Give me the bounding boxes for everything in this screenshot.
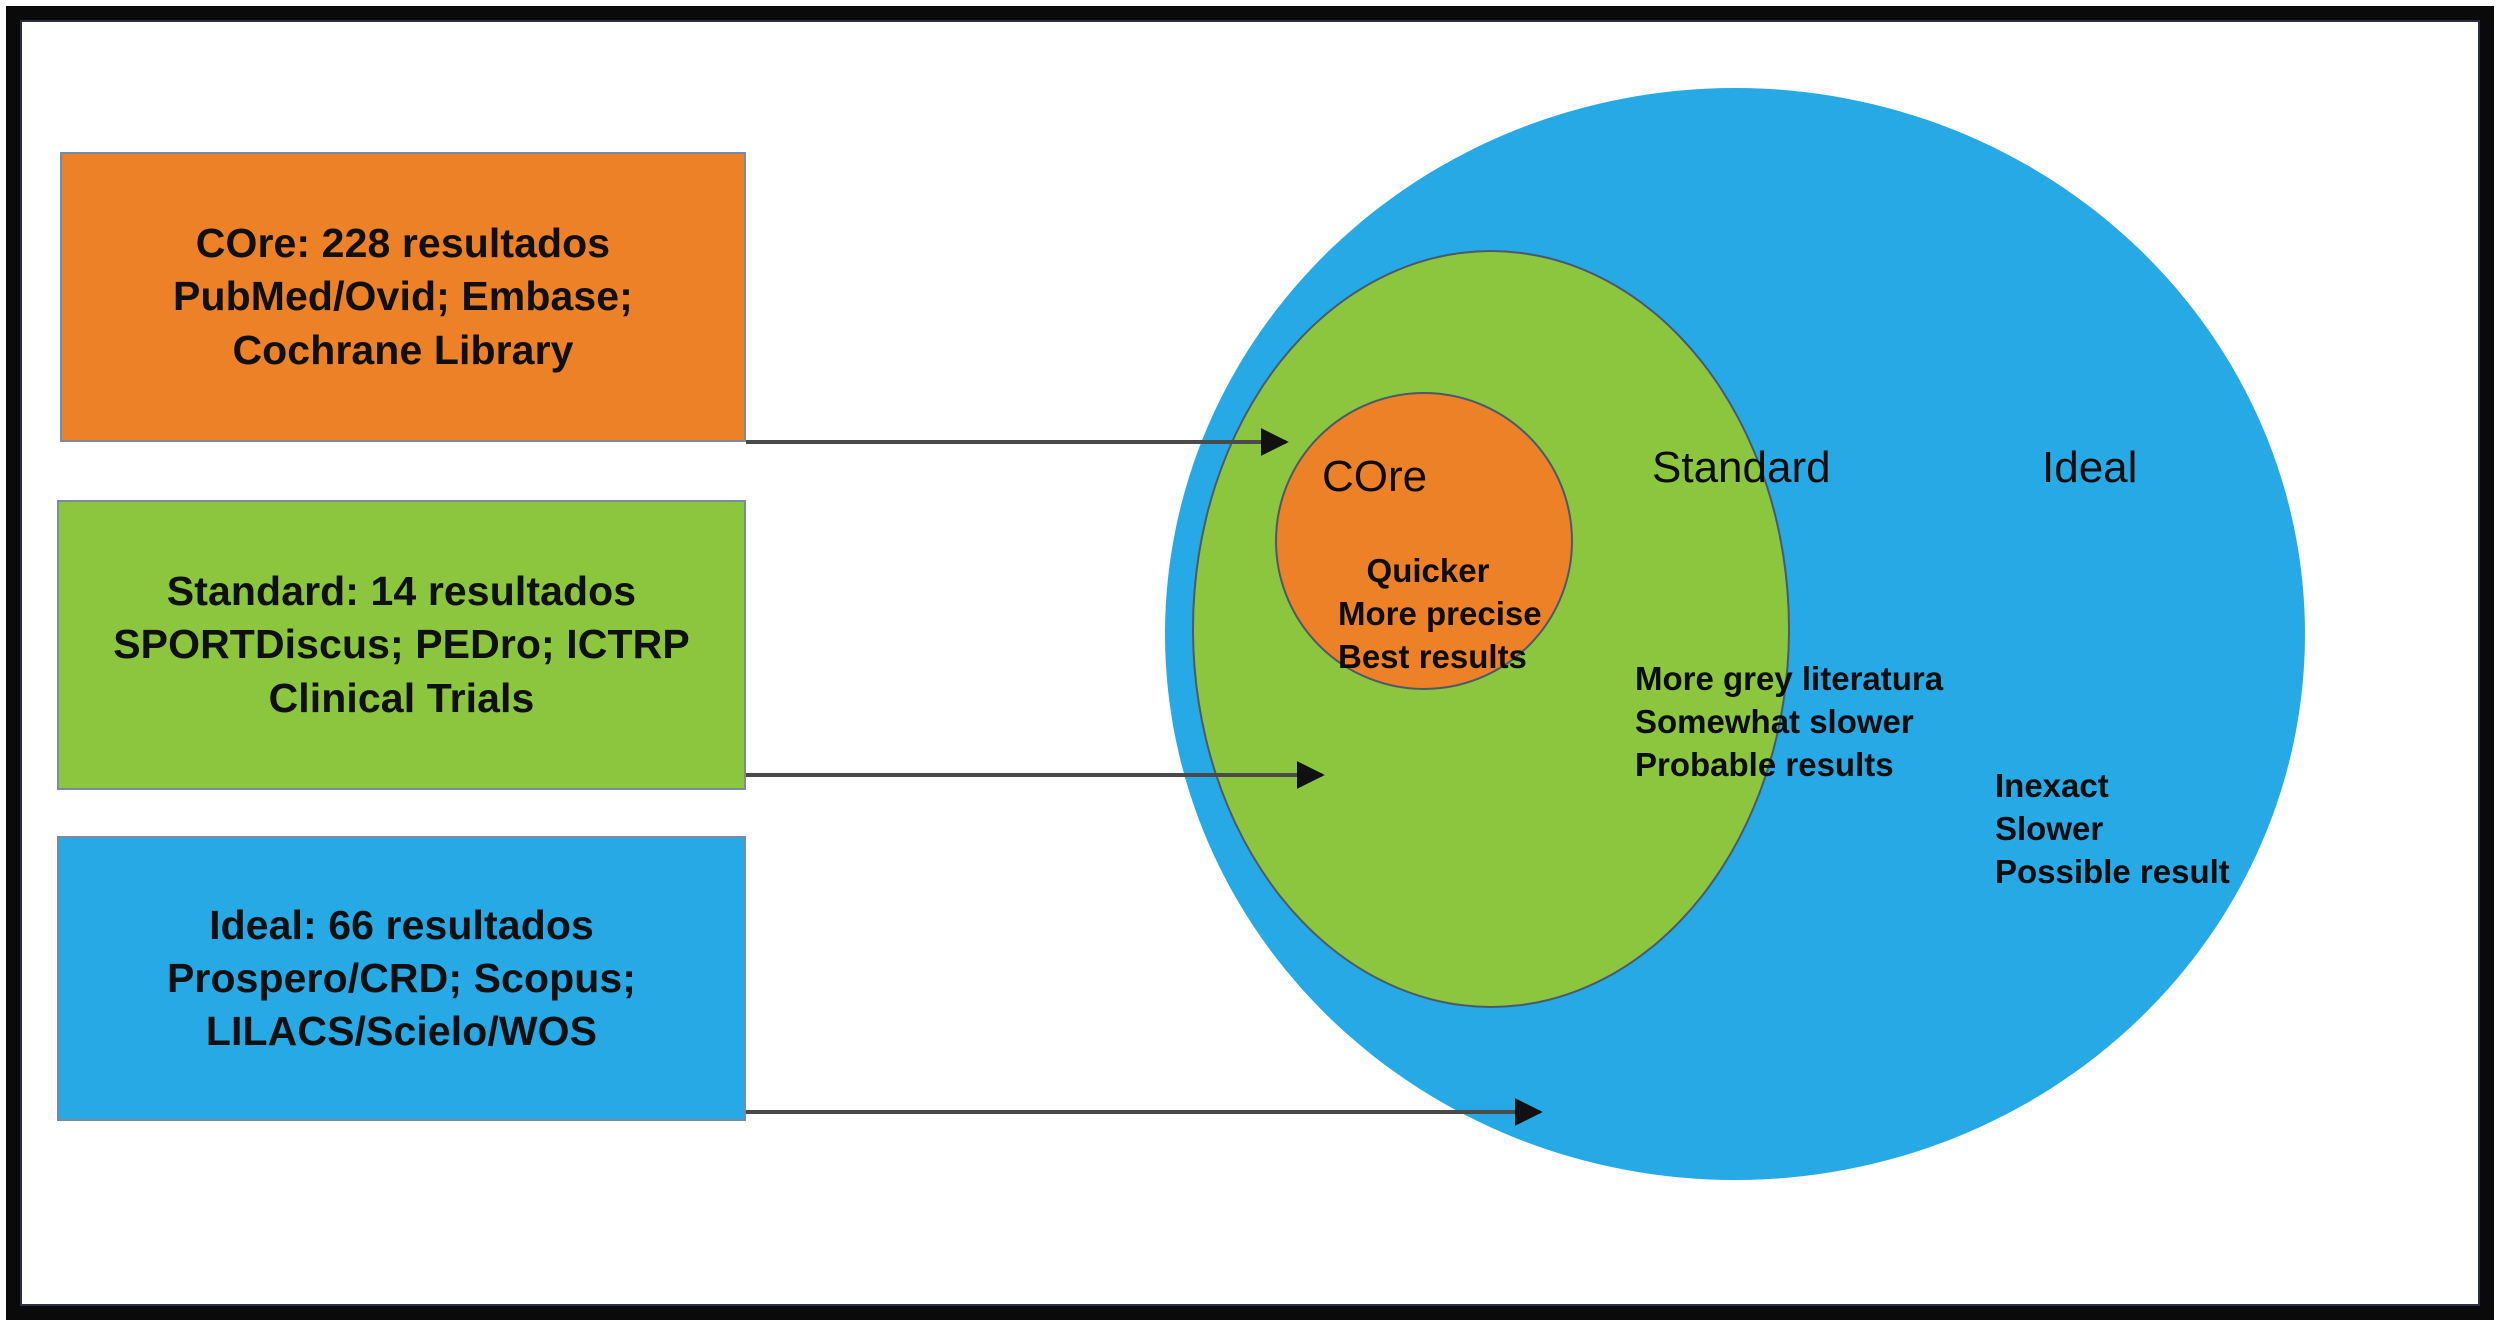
legend-box-standard-line-2: SPORTDiscus; PEDro; ICTRP xyxy=(113,621,690,668)
legend-box-core-line-1: COre: 228 resultados xyxy=(195,220,611,267)
circle-core xyxy=(1275,392,1573,690)
legend-box-core[interactable]: COre: 228 resultados PubMed/Ovid; Embase… xyxy=(60,152,746,442)
legend-box-ideal-line-1: Ideal: 66 resultados xyxy=(209,901,594,948)
circle-label-core: COre xyxy=(1322,452,1428,501)
attribute-core-1: Quicker xyxy=(1366,552,1490,589)
attribute-ideal-2: Slower xyxy=(1995,809,2104,847)
legend-box-standard[interactable]: Standard: 14 resultados SPORTDiscus; PED… xyxy=(57,500,746,790)
attributes-standard: More grey literatura Somewhat slower Pro… xyxy=(1635,658,1943,787)
attribute-core-2: More precise xyxy=(1338,594,1542,632)
legend-box-standard-line-3: Clinical Trials xyxy=(268,674,535,721)
legend-box-ideal-line-2: Prospero/CRD; Scopus; xyxy=(166,954,637,1001)
attribute-core-3: Best results xyxy=(1338,637,1527,675)
attribute-ideal-1: Inexact xyxy=(1995,767,2109,804)
attributes-ideal: Inexact Slower Possible result xyxy=(1995,765,2230,894)
legend-box-ideal[interactable]: Ideal: 66 resultados Prospero/CRD; Scopu… xyxy=(57,836,746,1121)
attribute-standard-3: Probable results xyxy=(1635,745,1894,783)
attribute-standard-1: More grey literatura xyxy=(1635,660,1944,697)
circle-label-ideal: Ideal xyxy=(2042,443,2138,492)
circle-label-standard: Standard xyxy=(1652,443,1831,492)
legend-box-standard-line-1: Standard: 14 resultados xyxy=(166,568,637,615)
legend-box-core-line-2: PubMed/Ovid; Embase; xyxy=(173,273,633,320)
legend-box-core-line-3: Cochrane Library xyxy=(232,326,574,373)
attributes-core: Quicker More precise Best results xyxy=(1338,550,1542,679)
legend-box-ideal-line-3: LILACS/Scielo/WOS xyxy=(205,1008,598,1055)
attribute-ideal-3: Possible result xyxy=(1995,852,2230,890)
attribute-standard-2: Somewhat slower xyxy=(1635,702,1914,740)
